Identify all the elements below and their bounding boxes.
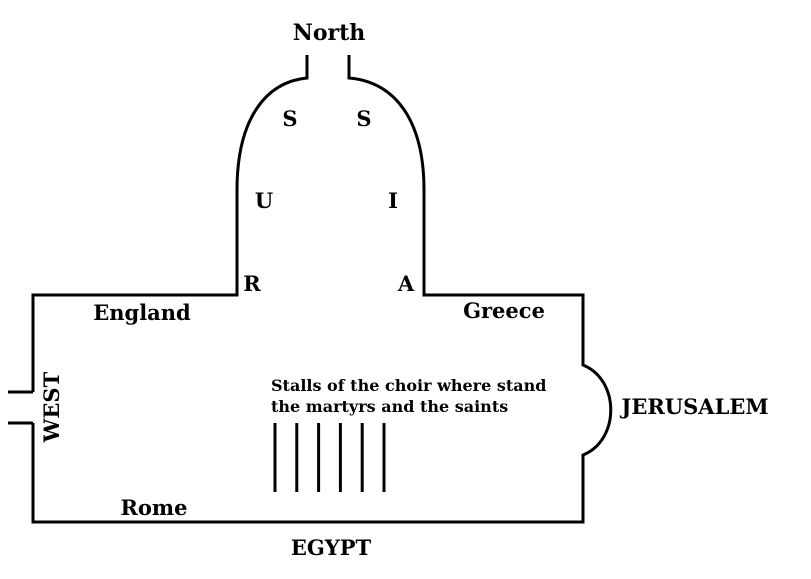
label-greece: Greece — [463, 298, 545, 323]
choir-stalls — [273, 423, 386, 492]
label-egypt: EGYPT — [291, 535, 372, 560]
letter-r: R — [243, 271, 261, 296]
stalls-caption-line1: Stalls of the choir where stand — [271, 376, 546, 395]
label-west: WEST — [39, 371, 64, 443]
label-england: England — [93, 300, 191, 325]
stalls-caption-line2: the martyrs and the saints — [271, 397, 508, 416]
letter-u: U — [255, 188, 273, 213]
letter-s-left: S — [282, 106, 297, 131]
letter-a: A — [397, 271, 415, 296]
letter-s-right: S — [356, 106, 371, 131]
label-north: North — [293, 20, 366, 46]
label-jerusalem: JERUSALEM — [619, 394, 768, 419]
outer-wall — [31, 55, 613, 524]
label-rome: Rome — [120, 495, 187, 520]
letter-i: I — [388, 188, 398, 213]
